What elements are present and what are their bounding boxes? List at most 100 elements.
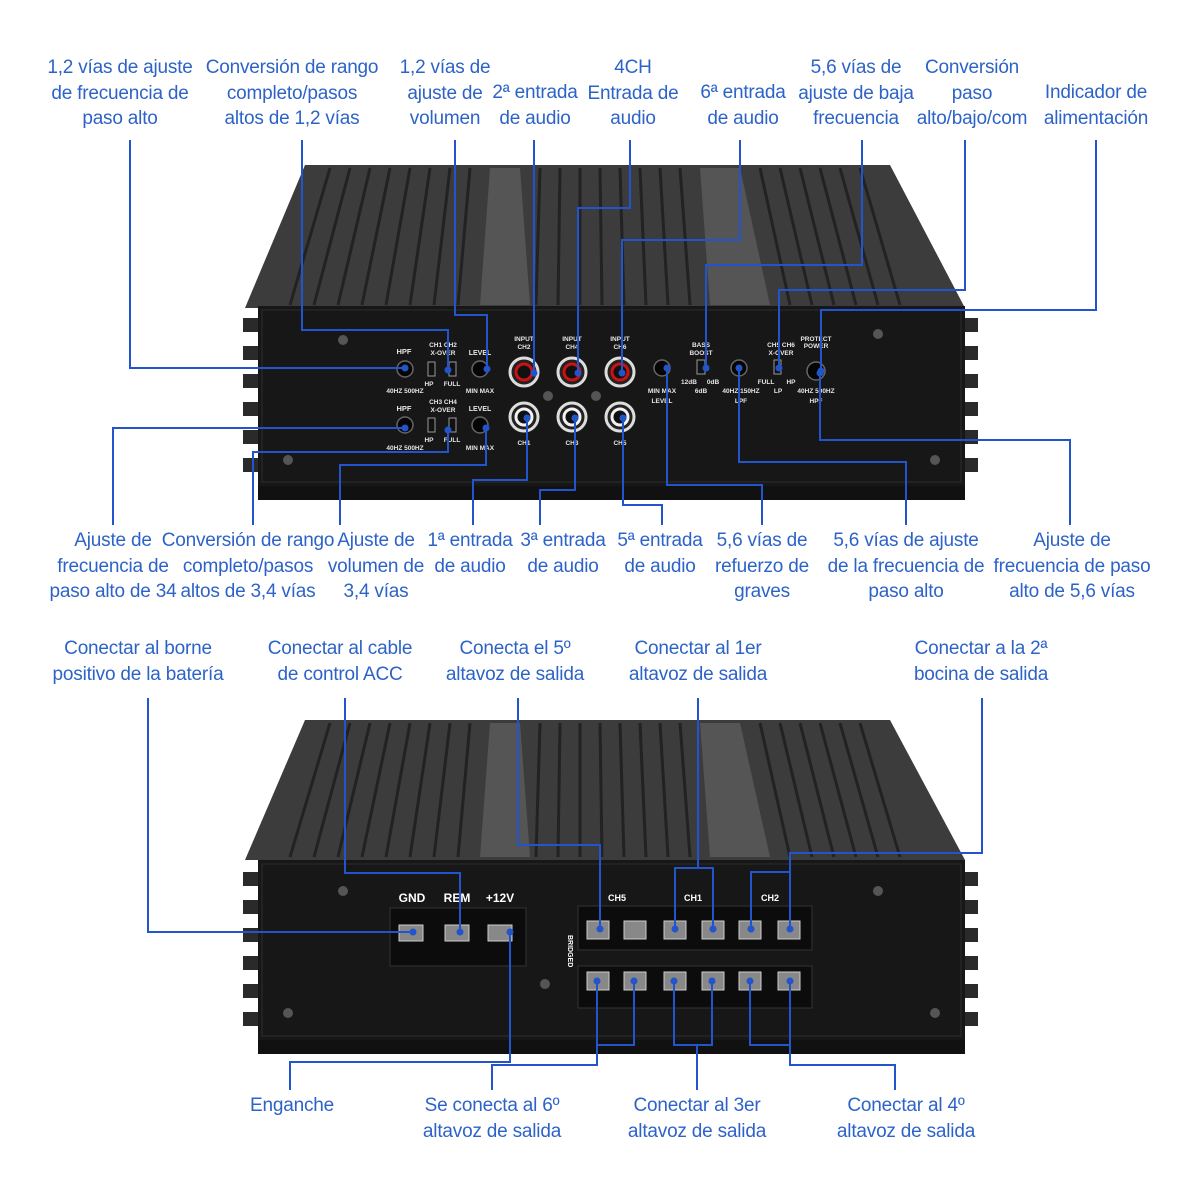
caption-ground: Enganche xyxy=(250,1095,334,1116)
screw xyxy=(283,455,293,465)
caption-input-3: 3ª entrada de audio xyxy=(520,530,606,577)
level-label-2: LEVEL xyxy=(469,406,492,413)
rem-label: REM xyxy=(444,891,471,905)
caption-output-5: Conecta el 5º altavoz de salida xyxy=(445,638,585,685)
screw xyxy=(543,391,553,401)
screw xyxy=(591,391,601,401)
xover-switch-ch12[interactable] xyxy=(427,361,436,377)
caption-input-4ch: 4CH Entrada de audio xyxy=(587,57,679,129)
caption-xover-ch12: Conversión de rango completo/pasos altos… xyxy=(205,57,379,129)
leader-hpfreq56 xyxy=(819,373,1071,525)
screw xyxy=(283,1008,293,1018)
hp-label-1: HP xyxy=(424,381,434,388)
bass-12db-label: 12dB xyxy=(681,379,697,386)
input-ch4-label-b: CH4 xyxy=(565,344,578,351)
leader-hpf34 xyxy=(112,427,405,525)
bass-0db-label: 0dB xyxy=(707,379,720,386)
ch2-label: CH2 xyxy=(761,893,779,903)
leader-out1 xyxy=(674,698,699,929)
hpf-range-1: 40HZ 500HZ xyxy=(386,388,423,395)
xover-label-ch12-b: X-OVER xyxy=(431,350,456,357)
leader-bass56 xyxy=(666,368,763,525)
minmax-label-3: MIN MAX xyxy=(648,388,677,395)
leader-level34 xyxy=(339,428,487,525)
caption-input-1: 1ª entrada de audio xyxy=(427,530,513,577)
leader-out5 xyxy=(517,698,601,929)
lp-label: LP xyxy=(774,388,783,395)
hp-label-3: HP xyxy=(786,379,796,386)
caption-output-3: Conectar al 3er altavoz de salida xyxy=(627,1095,767,1142)
caption-xover-ch56: Conversión paso alto/bajo/com xyxy=(916,57,1028,129)
leader-out4 xyxy=(789,981,896,1090)
caption-hpf-ch12: 1,2 vías de ajuste de frecuencia de paso… xyxy=(47,57,193,129)
front-amplifier: HPF 40HZ 500HZ CH1 CH2 X-OVER HP FULL LE… xyxy=(243,165,978,500)
xover-label-ch34-b: X-OVER xyxy=(431,407,456,414)
heatsink-fins xyxy=(288,722,902,858)
leader-in4 xyxy=(577,140,631,373)
leader-out4b xyxy=(749,981,790,1046)
caption-xover-ch34: Conversión de rango completo/pasos altos… xyxy=(161,530,335,602)
hpf-range-3: 40HZ 500HZ xyxy=(797,388,834,395)
ch1-label: CH1 xyxy=(684,893,702,903)
level-label-3: LEVEL xyxy=(652,398,673,405)
input-ch3-label: CH3 xyxy=(565,440,578,447)
screw xyxy=(873,886,883,896)
leader-out1b xyxy=(698,867,714,929)
xover-switch-ch34-b[interactable] xyxy=(448,417,457,433)
screw xyxy=(540,979,550,989)
leader-acc xyxy=(344,698,461,932)
caption-output-2: Conectar a la 2ª bocina de salida xyxy=(913,638,1049,685)
bass-6db-label: 6dB xyxy=(695,388,708,395)
leader-in5 xyxy=(622,418,663,525)
caption-output-4: Conectar al 4º altavoz de salida xyxy=(836,1095,976,1142)
xover-label-ch56-a: CH5 CH6 xyxy=(767,342,795,349)
hpf-label-3: HPF xyxy=(810,398,823,405)
minmax-label-1: MIN MAX xyxy=(466,388,495,395)
caption-input-6: 6ª entrada de audio xyxy=(700,82,786,129)
leader-hpf12 xyxy=(129,140,405,369)
input-ch5-label: CH5 xyxy=(613,440,626,447)
leader-xover12 xyxy=(301,140,449,370)
xover-switch-ch34[interactable] xyxy=(427,417,436,433)
leader-xover34 xyxy=(252,430,449,525)
xover-label-ch56-b: X-OVER xyxy=(769,350,794,357)
leader-lpf56 xyxy=(705,140,863,368)
heatsink-ridge xyxy=(700,168,770,305)
leader-out3 xyxy=(673,981,698,1090)
leader-batt xyxy=(147,698,413,933)
leader-in3 xyxy=(539,418,576,525)
caption-output-6: Se conecta al 6º altavoz de salida xyxy=(422,1095,562,1142)
callout-leader-lines xyxy=(112,140,1097,1090)
caption-output-1: Conectar al 1er altavoz de salida xyxy=(628,638,768,685)
heatsink-ridge xyxy=(480,168,530,305)
caption-hpf-ch34: Ajuste de frecuencia de paso alto de 34 xyxy=(49,530,177,602)
screw xyxy=(873,329,883,339)
leader-gnd xyxy=(289,932,511,1090)
screw xyxy=(930,1008,940,1018)
ch5-label: CH5 xyxy=(608,893,626,903)
caption-lpf-ch56: 5,6 vías de ajuste de baja frecuencia xyxy=(798,57,914,129)
input-ch6-label-b: CH6 xyxy=(613,344,626,351)
caption-hpfreq-ch56: Ajuste de frecuencia de paso alto de 5,6… xyxy=(993,530,1151,602)
leader-level12 xyxy=(454,140,488,369)
caption-input-5: 5ª entrada de audio xyxy=(617,530,703,577)
full-label-1: FULL xyxy=(444,381,461,388)
input-ch2-label-b: CH2 xyxy=(517,344,530,351)
input-ch4-label-a: INPUT xyxy=(562,336,582,343)
leader-hpf56 xyxy=(738,368,907,525)
bass-boost-label-b: BOOST xyxy=(689,350,712,357)
plus12v-label: +12V xyxy=(486,891,514,905)
caption-battery-positive: Conectar al borne positivo de la batería xyxy=(52,638,224,685)
hpf-label-1: HPF xyxy=(397,347,412,356)
xover-label-ch34-a: CH3 CH4 xyxy=(429,399,457,406)
bass-boost-label-a: BASS xyxy=(692,342,711,349)
speaker-terminal[interactable] xyxy=(623,920,647,940)
hpf-range-2: 40HZ 500HZ xyxy=(386,445,423,452)
screw xyxy=(338,886,348,896)
screw xyxy=(930,455,940,465)
full-label-2: FULL xyxy=(444,437,461,444)
xover-label-ch12-a: CH1 CH2 xyxy=(429,342,457,349)
speaker-terminal-block-top xyxy=(577,905,813,951)
input-ch1-label: CH1 xyxy=(517,440,530,447)
